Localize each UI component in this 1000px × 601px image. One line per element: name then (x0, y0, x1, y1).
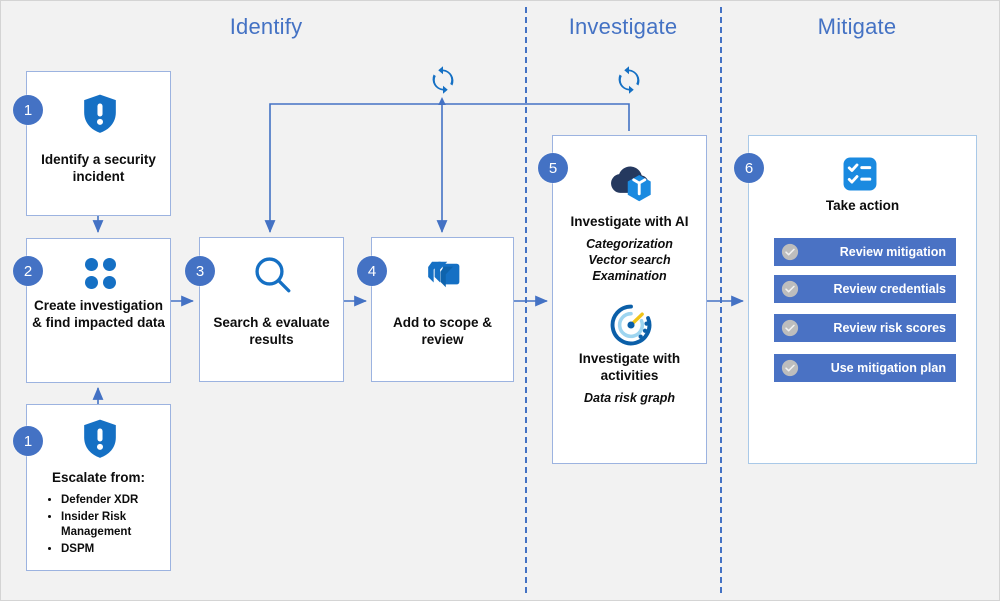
sync-refresh-icon-right (612, 63, 646, 97)
list-item: Insider Risk Management (61, 510, 164, 541)
check-circle-icon (781, 243, 799, 261)
check-circle-icon (781, 359, 799, 377)
card-label: Add to scope & review (392, 315, 492, 347)
card-take-action[interactable]: Take action Review mitigation Review cre… (748, 135, 977, 464)
card-add-to-scope[interactable]: Add to scope & review (371, 237, 514, 382)
card-search-evaluate[interactable]: Search & evaluate results (199, 237, 344, 382)
magnifier-icon (250, 252, 296, 298)
card-investigate[interactable]: Investigate with AI Categorization Vecto… (552, 135, 707, 464)
card-identify-incident[interactable]: Identify a security incident (26, 71, 171, 216)
list-item: Defender XDR (61, 493, 164, 509)
step-badge-5: 5 (538, 153, 568, 183)
step-badge-escalate: 1 (13, 426, 43, 456)
step-badge-2: 2 (13, 256, 43, 286)
action-button-review-credentials[interactable]: Review credentials (774, 275, 956, 303)
action-button-use-mitigation-plan[interactable]: Use mitigation plan (774, 354, 956, 382)
phase-title-identify: Identify (229, 14, 303, 39)
phase-title-investigate: Investigate (568, 14, 678, 39)
check-circle-icon (781, 280, 799, 298)
card-label: Search & evaluate results (213, 315, 330, 347)
card-label: Identify a security incident (41, 152, 156, 184)
card-escalate-from[interactable]: Escalate from: Defender XDR Insider Risk… (26, 404, 171, 571)
layers-icon (421, 254, 467, 298)
phase-divider-investigate-mitigate (720, 7, 722, 593)
action-button-label: Review credentials (833, 282, 946, 296)
step-badge-4: 4 (357, 256, 387, 286)
escalate-source-list: Defender XDR Insider Risk Management DSP… (35, 493, 164, 558)
action-button-label: Review risk scores (833, 321, 946, 335)
step-badge-6: 6 (734, 153, 764, 183)
cloud-cube-icon (605, 157, 657, 203)
action-button-review-risk-scores[interactable]: Review risk scores (774, 314, 956, 342)
card-label: Take action (825, 198, 900, 213)
activity-gauge-icon (608, 302, 654, 348)
phase-divider-identify-investigate (525, 7, 527, 593)
list-item: DSPM (61, 542, 164, 558)
card-label-activities: Investigate with activities (578, 351, 681, 383)
sync-refresh-icon-left (426, 63, 460, 97)
card-sub-activities: Data risk graph (583, 391, 675, 405)
action-button-review-mitigation[interactable]: Review mitigation (774, 238, 956, 266)
card-sub-ai-line2: Vector search (588, 253, 671, 267)
card-sub-ai-line3: Examination (592, 269, 667, 283)
step-badge-3: 3 (185, 256, 215, 286)
checklist-icon (837, 153, 883, 195)
phase-title-mitigate: Mitigate (817, 14, 897, 39)
action-button-label: Review mitigation (839, 245, 946, 259)
shield-alert-icon (79, 417, 121, 461)
card-sub-ai-line1: Categorization (586, 237, 673, 251)
card-label: Create investigation & find impacted dat… (32, 298, 165, 330)
card-label-ai: Investigate with AI (570, 214, 689, 229)
action-button-label: Use mitigation plan (830, 361, 946, 375)
step-badge-1: 1 (13, 95, 43, 125)
four-dots-icon (79, 255, 121, 291)
check-circle-icon (781, 319, 799, 337)
card-create-investigation[interactable]: Create investigation & find impacted dat… (26, 238, 171, 383)
shield-alert-icon (79, 92, 121, 136)
card-label: Escalate from: (51, 470, 146, 485)
